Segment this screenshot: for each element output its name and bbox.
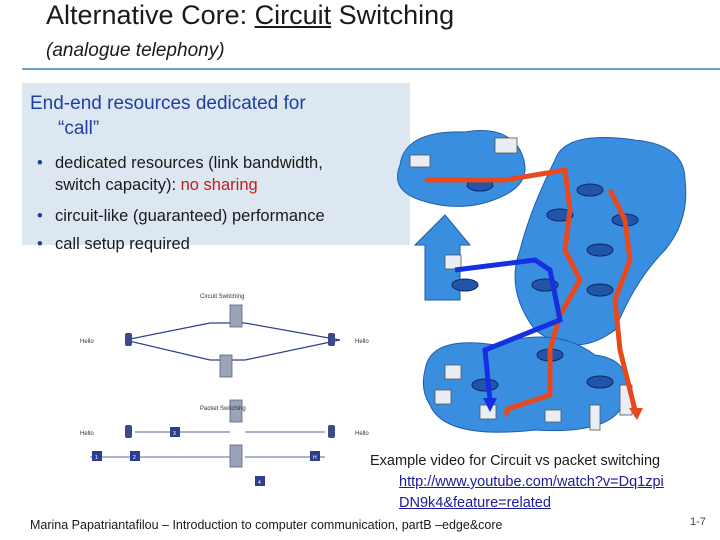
hello-label: Hello	[80, 339, 94, 345]
router-icon	[586, 375, 614, 389]
bullet-dedicated-resources: • dedicated resources (link bandwidth, s…	[37, 154, 323, 194]
packet-icon	[170, 427, 180, 437]
router-icon	[471, 378, 499, 392]
switch-icon	[219, 354, 233, 378]
box-heading: End-end resources dedicated for “call”	[30, 93, 306, 139]
computer-icon	[434, 389, 452, 405]
circuit-path-blue	[454, 257, 563, 401]
packet-icon	[130, 451, 140, 461]
bullet-icon: •	[37, 235, 43, 253]
laptop-icon	[494, 137, 518, 154]
router-icon	[451, 278, 479, 292]
hello-label: Hello	[355, 339, 369, 345]
circuit-path-red-2	[607, 188, 638, 411]
router-icon	[586, 243, 614, 257]
circuit-path-red	[425, 167, 583, 413]
arrow-icon	[483, 398, 497, 412]
computer-icon	[444, 254, 462, 270]
packet-mark: 1	[95, 455, 98, 461]
bullet-performance: • circuit-like (guaranteed) performance	[37, 207, 325, 225]
arrow-icon	[503, 404, 513, 418]
phone-icon	[328, 333, 335, 346]
mobile-network-cloud	[397, 129, 526, 207]
computer-icon	[444, 364, 462, 380]
server-icon	[589, 404, 601, 431]
phone-icon	[328, 425, 335, 438]
packet-mark: 2	[133, 455, 136, 461]
laptop-icon	[544, 409, 562, 423]
video-link[interactable]: http://www.youtube.com/watch?v=Dq1zpi	[399, 474, 664, 490]
bullet-icon: •	[37, 207, 43, 225]
packet-icon	[92, 451, 102, 461]
router-icon	[586, 283, 614, 297]
switch-icon	[229, 444, 243, 468]
circuit-switching-label: Circuit Switching	[200, 294, 244, 300]
core-network-cloud	[514, 137, 687, 346]
arrow-icon	[629, 408, 643, 420]
slide-title: Alternative Core: Circuit Switching	[46, 0, 455, 30]
hello-label: Hello	[80, 431, 94, 437]
packet-mark: H	[313, 455, 317, 461]
bullet-icon: •	[37, 154, 43, 172]
phone-icon	[125, 333, 132, 346]
packet-icon	[310, 451, 320, 461]
switch-icon	[229, 304, 243, 328]
router-icon	[576, 183, 604, 197]
page-number: 1-7	[690, 516, 706, 528]
packet-switching-label: Packet Switching	[200, 406, 246, 412]
hello-label: Hello	[355, 431, 369, 437]
video-link-continued[interactable]: DN9k4&feature=related	[399, 495, 551, 511]
packet-icon	[255, 476, 265, 486]
title-divider	[22, 68, 720, 70]
video-caption: Example video for Circuit vs packet swit…	[370, 453, 664, 511]
slide-subtitle: (analogue telephony)	[46, 40, 225, 61]
switching-comparison-diagram: Circuit Switching Hello Hello Packet Swi…	[80, 294, 369, 486]
packet-mark: 4	[258, 480, 261, 486]
bullet-call-setup: • call setup required	[37, 235, 190, 253]
mobile-device-icon	[409, 154, 431, 168]
key-points-box	[22, 83, 410, 245]
slide-footer: Marina Papatriantafilou – Introduction t…	[30, 518, 503, 532]
phone-icon	[125, 425, 132, 438]
packet-mark: 3	[173, 431, 176, 437]
network-circuit-diagram	[397, 129, 687, 433]
switch-icon	[229, 399, 243, 423]
home-network-icon	[413, 214, 472, 301]
